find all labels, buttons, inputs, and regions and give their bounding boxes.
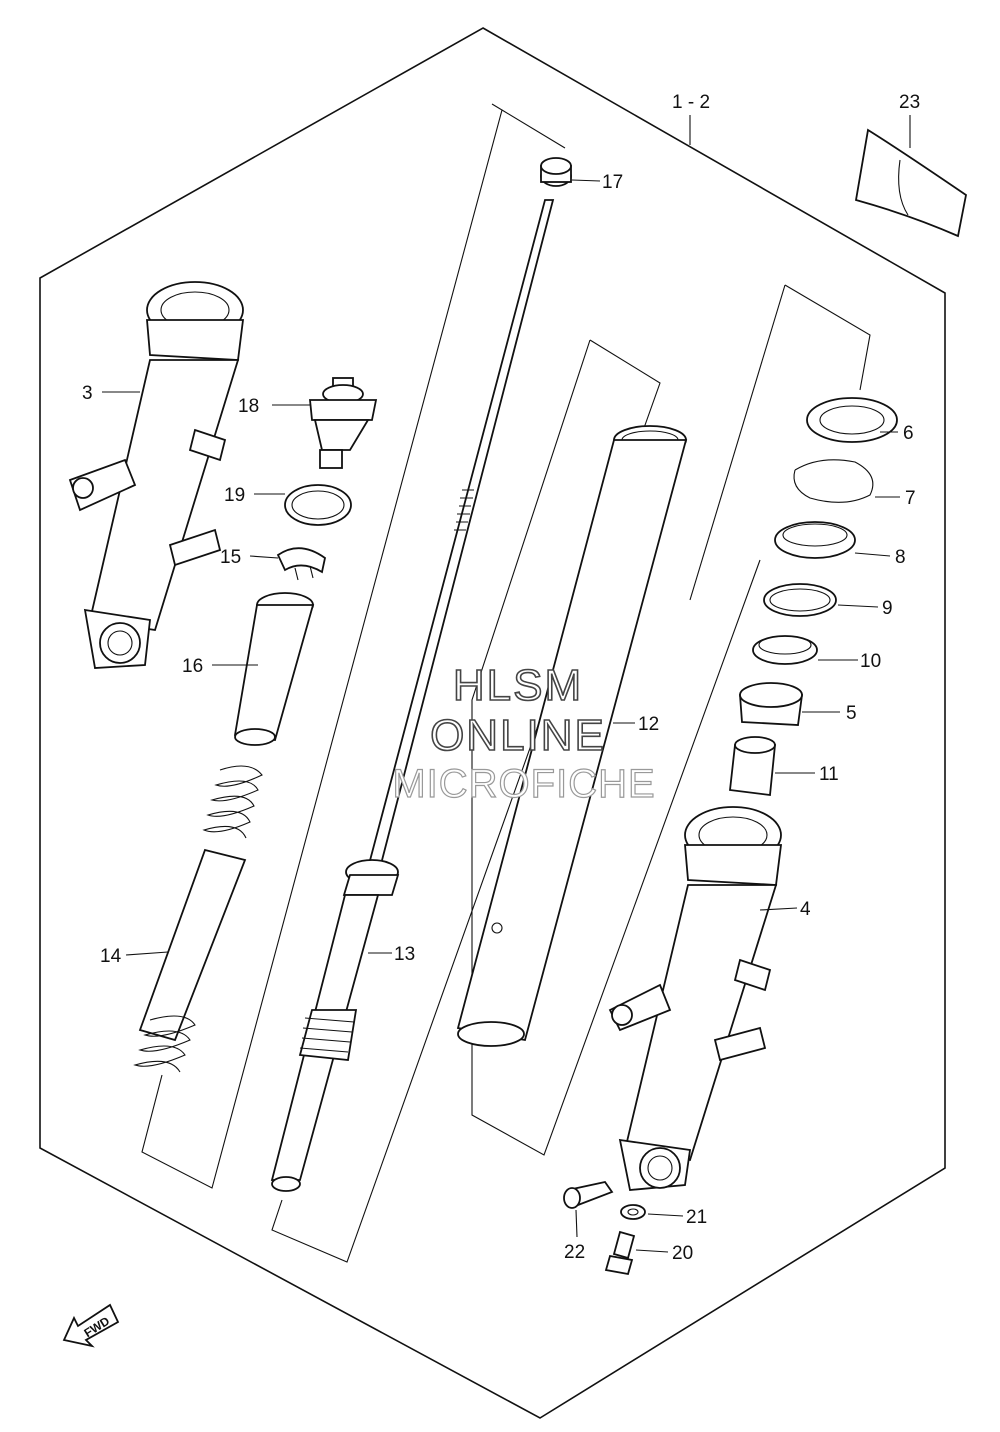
group-frame-seals-left bbox=[689, 284, 786, 601]
label-part-8: 8 bbox=[895, 547, 906, 568]
group-frame-inner-tube bbox=[471, 339, 761, 1156]
label-part-17: 17 bbox=[602, 172, 623, 193]
part-6-oil-seal bbox=[806, 397, 898, 443]
group-frame-damper bbox=[271, 339, 661, 1263]
label-part-7: 7 bbox=[905, 488, 916, 509]
label-part-11: 11 bbox=[819, 764, 839, 785]
label-part-19: 19 bbox=[224, 485, 245, 506]
label-part-13: 13 bbox=[394, 944, 415, 965]
label-part-5: 5 bbox=[846, 703, 857, 724]
watermark-line-1: HLSM bbox=[453, 661, 583, 710]
label-part-12: 12 bbox=[638, 714, 659, 735]
label-part-1-2: 1 - 2 bbox=[672, 92, 710, 113]
leader-lines bbox=[102, 115, 911, 1253]
part-15-stopper-ring bbox=[276, 547, 327, 581]
group-frame-rod bbox=[501, 109, 566, 149]
part-7-circlip bbox=[793, 459, 874, 503]
label-part-4: 4 bbox=[800, 899, 811, 920]
part-13-damper-rod bbox=[270, 199, 555, 1192]
part-14-spring bbox=[133, 765, 263, 1073]
part-18-bolt bbox=[309, 377, 378, 469]
fwd-arrow-icon: FWD bbox=[62, 1303, 120, 1348]
part-17-nut bbox=[540, 157, 572, 187]
watermark-line-3: MICROFICHE bbox=[392, 762, 655, 806]
part-5-bushing bbox=[739, 682, 804, 726]
group-frame-seals bbox=[784, 284, 871, 391]
label-part-3: 3 bbox=[82, 383, 93, 404]
part-23-guard bbox=[854, 128, 967, 238]
group-frame-spring bbox=[141, 103, 503, 1189]
part-16-cylinder bbox=[233, 592, 315, 746]
part-9-o-ring bbox=[763, 583, 837, 617]
part-21-washer bbox=[620, 1204, 646, 1220]
part-4-outer-tube-right bbox=[608, 806, 783, 1191]
label-part-6: 6 bbox=[903, 423, 914, 444]
label-part-9: 9 bbox=[882, 598, 893, 619]
assembly-outline bbox=[39, 27, 946, 1419]
label-part-23: 23 bbox=[899, 92, 920, 113]
part-12-inner-tube bbox=[456, 425, 688, 1047]
label-part-10: 10 bbox=[860, 651, 881, 672]
part-3-outer-tube-left bbox=[68, 281, 245, 669]
part-10-bushing bbox=[752, 635, 818, 665]
part-20-drain-bolt bbox=[604, 1230, 636, 1276]
label-part-18: 18 bbox=[238, 396, 259, 417]
part-11-bushing bbox=[729, 736, 776, 797]
label-part-21: 21 bbox=[686, 1207, 707, 1228]
label-part-22: 22 bbox=[564, 1242, 585, 1263]
label-part-14: 14 bbox=[100, 946, 122, 967]
part-22-bolt bbox=[563, 1180, 614, 1209]
label-part-15: 15 bbox=[220, 547, 241, 568]
label-part-16: 16 bbox=[182, 656, 203, 677]
part-19-o-ring bbox=[284, 484, 352, 526]
part-8-seal-spacer bbox=[774, 521, 856, 559]
label-part-20: 20 bbox=[672, 1243, 693, 1264]
watermark-line-2: ONLINE bbox=[430, 711, 606, 760]
